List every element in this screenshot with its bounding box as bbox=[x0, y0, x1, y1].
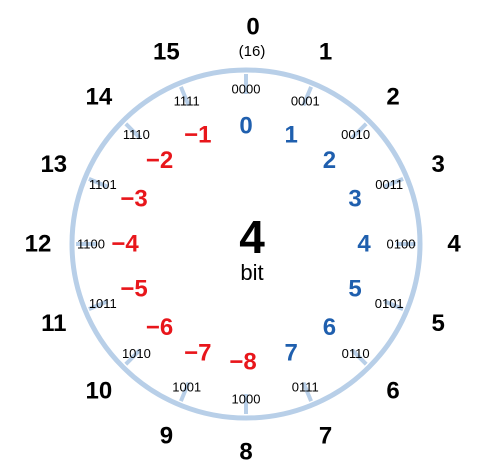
binary-code-label: 1011 bbox=[89, 296, 117, 311]
outer-position-label: 5 bbox=[432, 310, 445, 337]
outer-position-label: 13 bbox=[40, 151, 67, 178]
binary-code-label: 1100 bbox=[77, 237, 105, 252]
binary-code-label: 1000 bbox=[232, 392, 261, 407]
outer-position-label: 12 bbox=[25, 231, 52, 258]
tick-mark bbox=[88, 299, 109, 311]
signed-value-label: −7 bbox=[184, 340, 211, 367]
tick-mark bbox=[179, 86, 191, 107]
outer-position-label: 4 bbox=[447, 231, 461, 258]
signed-value-label: −4 bbox=[111, 231, 139, 258]
binary-code-label: 0001 bbox=[291, 93, 320, 108]
wrap-label: (16) bbox=[239, 43, 266, 60]
outer-position-label: 6 bbox=[386, 378, 399, 405]
outer-position-label: 7 bbox=[319, 423, 332, 450]
outer-position-label: 9 bbox=[160, 423, 173, 450]
binary-code-label: 0100 bbox=[387, 237, 416, 252]
outer-position-label: 11 bbox=[41, 310, 66, 337]
binary-code-label: 1110 bbox=[123, 127, 150, 142]
binary-code-label: 1010 bbox=[122, 346, 151, 361]
binary-code-label: 1001 bbox=[172, 380, 201, 395]
binary-code-label: 1111 bbox=[174, 93, 200, 108]
tick-mark bbox=[124, 122, 142, 140]
signed-value-label: −6 bbox=[146, 314, 173, 341]
tick-marks bbox=[76, 74, 416, 414]
outer-position-label: 3 bbox=[432, 151, 445, 178]
tick-mark bbox=[383, 299, 404, 311]
outer-position-label: 0 bbox=[246, 14, 259, 41]
binary-code-label: 0111 bbox=[292, 380, 319, 395]
binary-code-label: 0101 bbox=[375, 296, 404, 311]
signed-value-label: −1 bbox=[184, 122, 211, 149]
binary-code-label: 0011 bbox=[375, 177, 403, 192]
outer-position-label: 14 bbox=[86, 83, 113, 110]
unsigned-value-label: 3 bbox=[348, 185, 361, 212]
tick-mark bbox=[383, 177, 404, 189]
signed-value-label: −2 bbox=[146, 147, 173, 174]
binary-code-label: 1101 bbox=[89, 177, 117, 192]
binary-code-label: 0000 bbox=[232, 82, 261, 97]
outer-position-label: 8 bbox=[239, 439, 252, 462]
unsigned-value-label: 6 bbox=[323, 314, 336, 341]
dial-ring bbox=[69, 67, 423, 421]
binary-code-label: 0010 bbox=[341, 127, 370, 142]
center-bit-unit: bit bbox=[240, 260, 263, 285]
tick-mark bbox=[88, 177, 109, 189]
unsigned-value-label: 1 bbox=[285, 122, 298, 149]
outer-position-label: 2 bbox=[386, 83, 399, 110]
tick-mark bbox=[179, 381, 191, 402]
tick-mark bbox=[350, 348, 368, 366]
tick-mark bbox=[301, 381, 313, 402]
unsigned-value-label: 7 bbox=[285, 340, 298, 367]
signed-value-label: −5 bbox=[120, 276, 147, 303]
unsigned-value-label: 4 bbox=[357, 231, 371, 258]
outer-position-label: 10 bbox=[86, 378, 113, 405]
signed-value-label: −3 bbox=[120, 185, 147, 212]
binary-code-label: 0110 bbox=[342, 346, 370, 361]
unsigned-value-label: 0 bbox=[239, 113, 252, 140]
tick-mark bbox=[301, 86, 313, 107]
center-bit-count: 4 bbox=[239, 211, 265, 263]
tick-mark bbox=[350, 122, 368, 140]
unsigned-value-label: 5 bbox=[348, 276, 361, 303]
unsigned-value-label: 2 bbox=[323, 147, 336, 174]
tick-mark bbox=[124, 348, 142, 366]
signed-value-label: −8 bbox=[229, 349, 256, 376]
outer-position-label: 1 bbox=[319, 38, 332, 65]
outer-position-label: 15 bbox=[153, 38, 180, 65]
